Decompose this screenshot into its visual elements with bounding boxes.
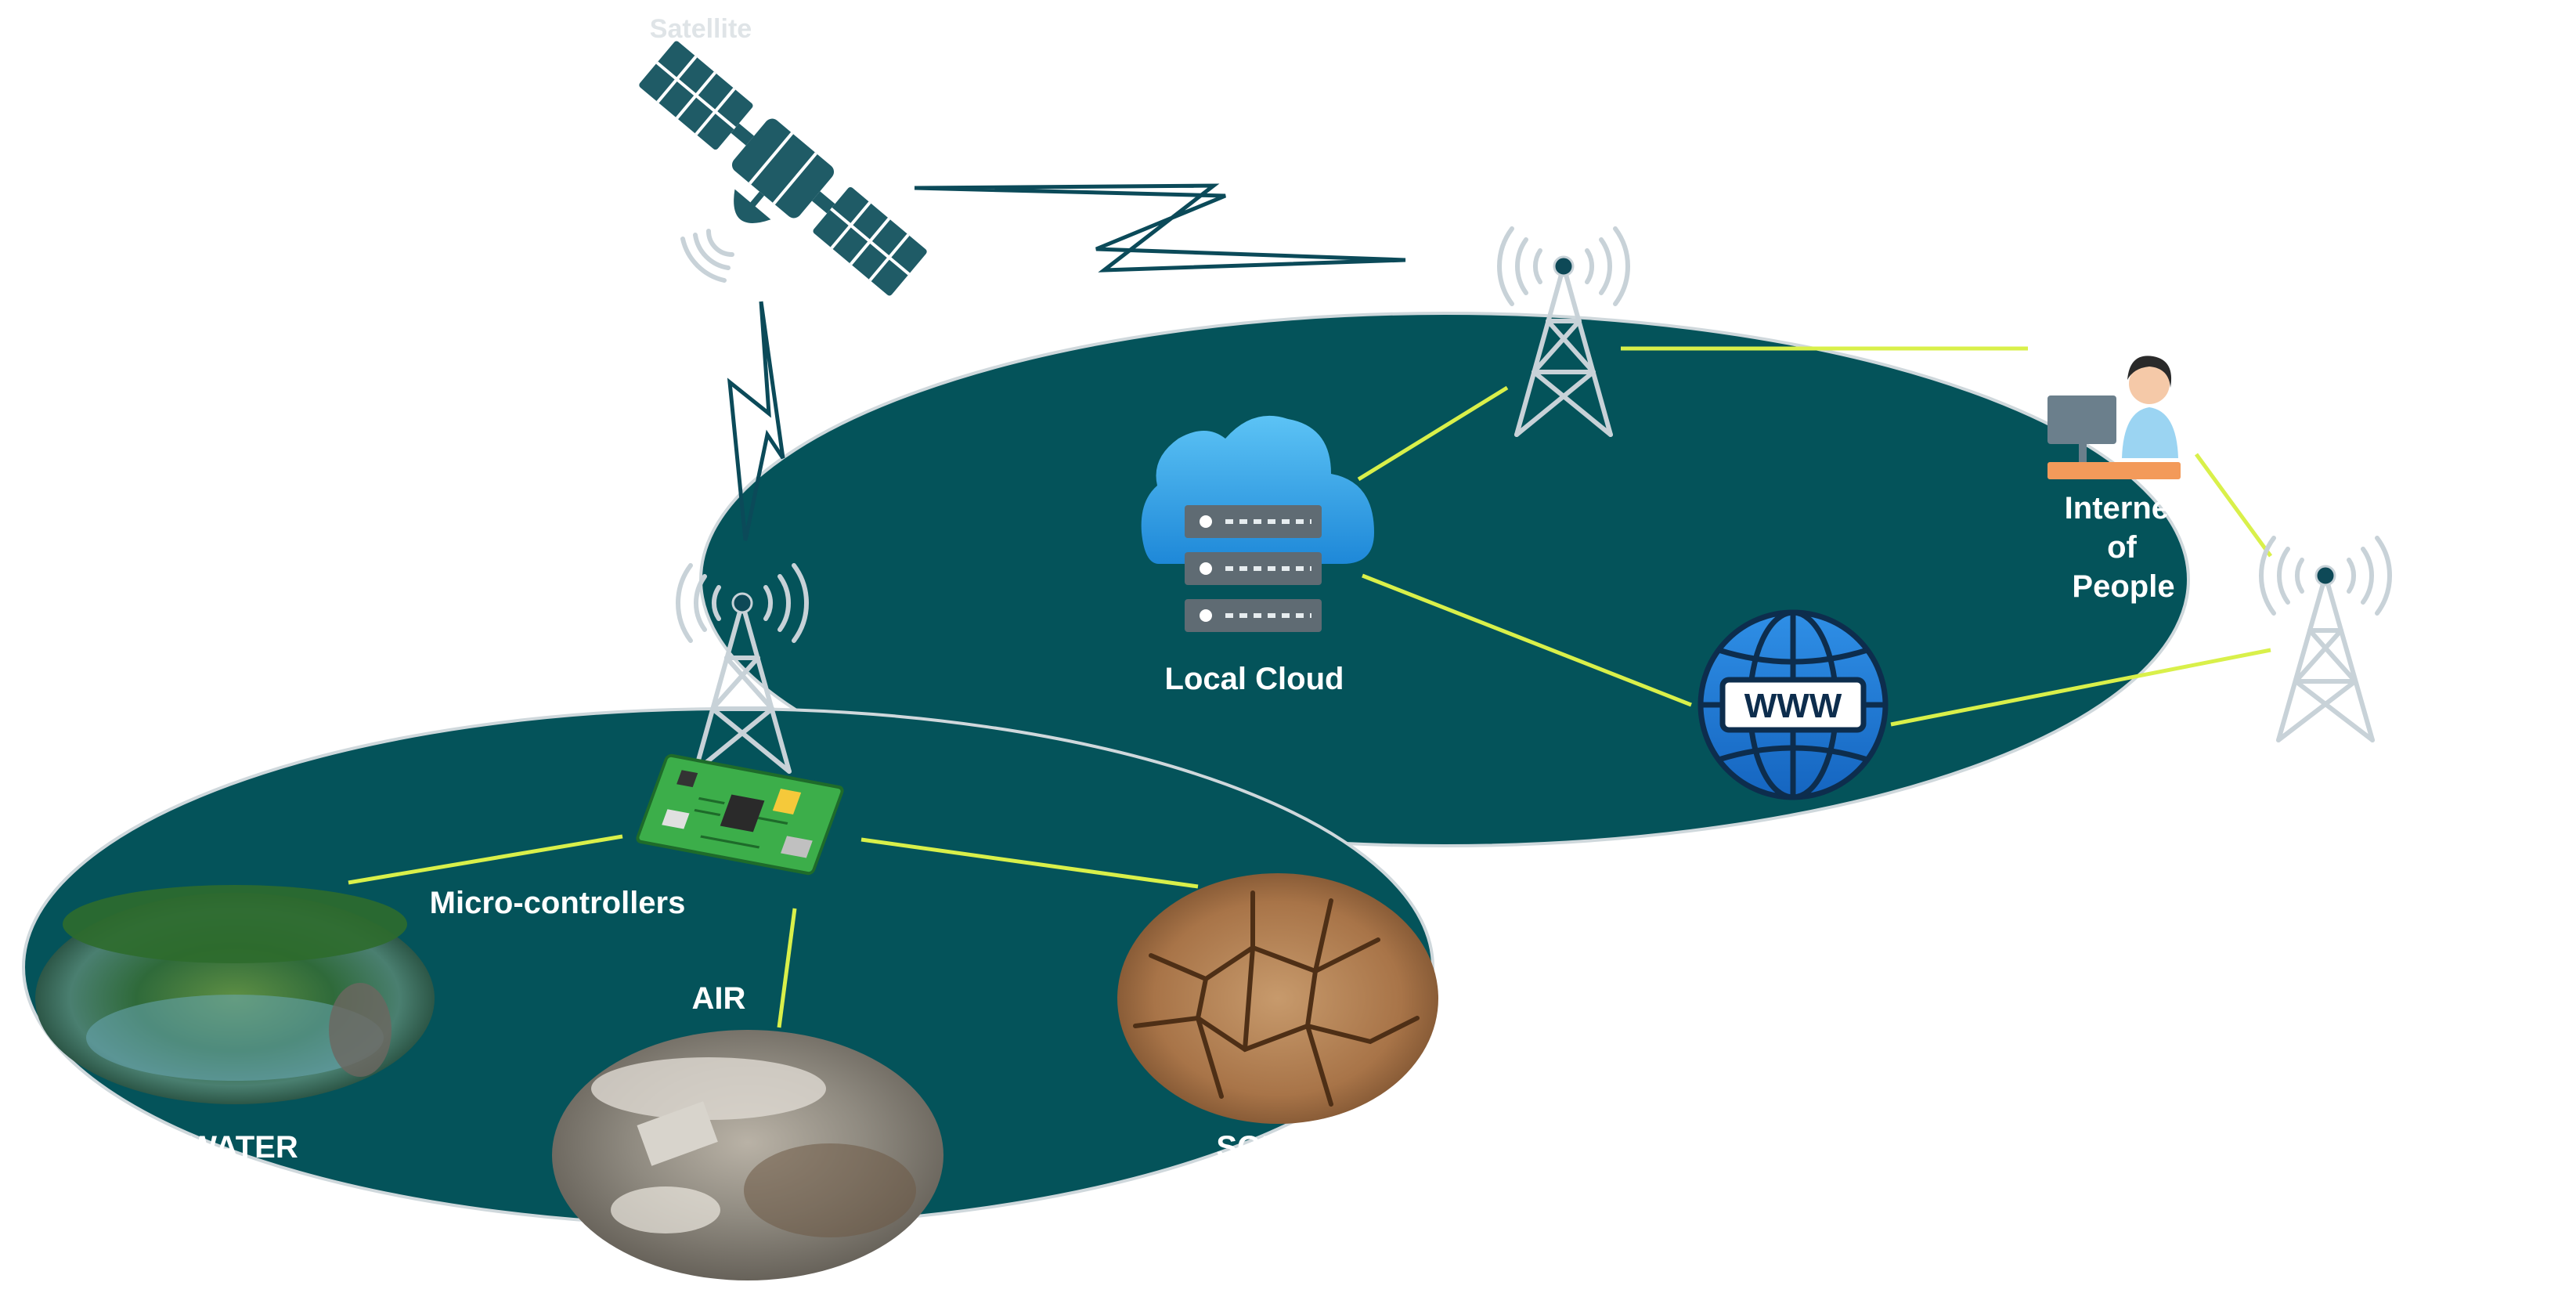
antenna-tower-icon xyxy=(1497,226,1630,437)
satellite-to-sensor-tower-link xyxy=(727,301,785,541)
antenna-tower-icon xyxy=(2259,536,2392,742)
microcontrollers-label: Micro-controllers xyxy=(430,886,686,920)
water-image xyxy=(35,885,435,1104)
person-at-computer-icon xyxy=(2047,356,2181,479)
satellite-icon xyxy=(639,41,927,296)
soil-image xyxy=(1117,873,1438,1124)
local-cloud-label: Local Cloud xyxy=(1165,662,1344,696)
satellite-signal-icon xyxy=(680,229,734,283)
satellite-label: Satellite xyxy=(650,14,752,44)
antenna-tower-icon xyxy=(676,563,809,774)
circuit-board-icon xyxy=(636,753,844,876)
www-label: WWW xyxy=(1744,687,1842,725)
cloud-server-icon xyxy=(1141,415,1374,632)
internet-people-label-2: of xyxy=(2107,530,2137,565)
water-label: WATER xyxy=(187,1130,298,1165)
internet-people-label-1: Internet xyxy=(2065,491,2180,526)
soil-label: SOIL xyxy=(1216,1130,1289,1165)
internet-people-label-3: People xyxy=(2072,569,2174,604)
air-label: AIR xyxy=(692,981,746,1016)
globe-www-icon: WWW xyxy=(1697,609,1889,800)
air-image xyxy=(552,1030,943,1280)
satellite-to-tower-link xyxy=(914,183,1406,273)
network-links xyxy=(348,346,2273,1028)
